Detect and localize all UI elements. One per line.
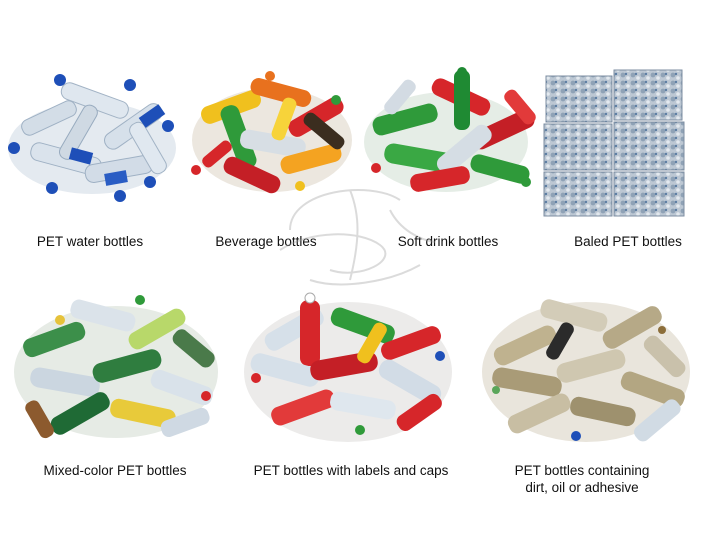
- caption-beverage-bottles: Beverage bottles: [215, 234, 317, 249]
- caption-dirty-bottles-line2: dirt, oil or adhesive: [525, 480, 639, 495]
- caption-soft-drink-bottles: Soft drink bottles: [397, 234, 499, 249]
- caption-labels-caps-bottles: PET bottles with labels and caps: [253, 463, 449, 478]
- caption-water-bottles: PET water bottles: [36, 234, 144, 249]
- caption-mixed-color-bottles: Mixed-color PET bottles: [43, 463, 187, 478]
- caption-dirty-bottles-line1: PET bottles containing: [514, 463, 650, 478]
- watermark-logo: [279, 189, 436, 286]
- caption-baled-bottles: Baled PET bottles: [574, 234, 682, 249]
